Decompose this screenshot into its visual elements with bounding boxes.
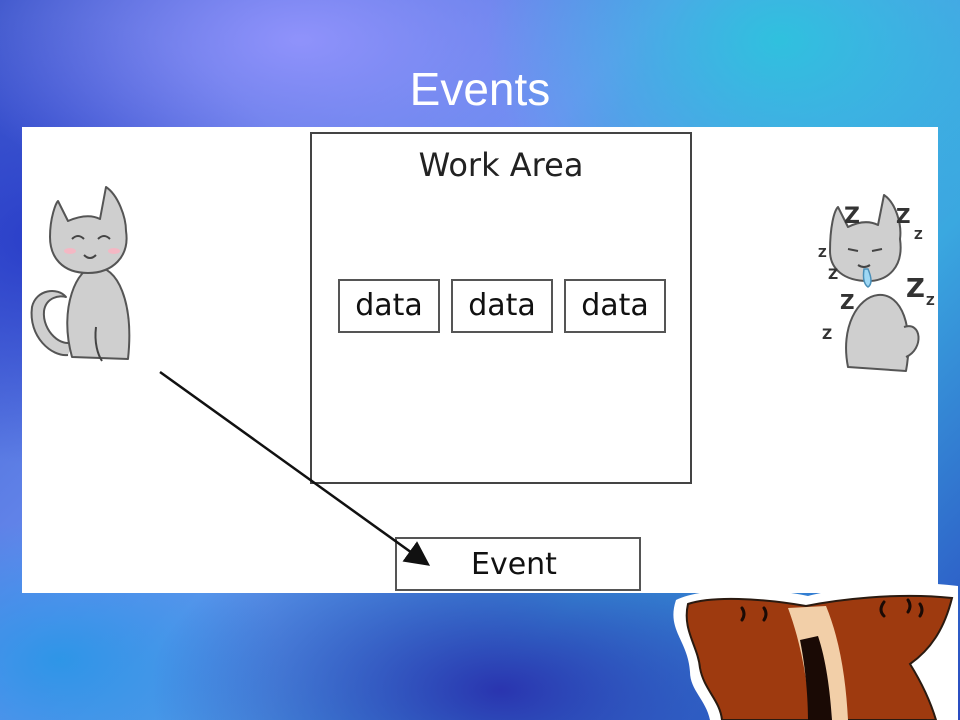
happy-cat-icon xyxy=(30,186,131,362)
work-area-label: Work Area xyxy=(418,146,584,184)
svg-text:Z: Z xyxy=(840,290,855,314)
slide-title: Events xyxy=(409,63,551,115)
sleep-z-icons: Z Z Z Z Z Z Z Z Z xyxy=(818,204,935,343)
arrow-to-event xyxy=(159,370,431,566)
svg-text:Z: Z xyxy=(822,327,832,343)
data-box: data xyxy=(338,279,440,333)
svg-text:Z: Z xyxy=(828,267,838,283)
diagram-panel: Work Area data data data Event xyxy=(22,127,938,593)
svg-text:Z: Z xyxy=(896,204,911,228)
data-box: data xyxy=(564,279,666,333)
work-area-box: Work Area data data data xyxy=(310,132,692,484)
svg-text:Z: Z xyxy=(914,228,923,242)
data-box: data xyxy=(451,279,553,333)
event-box: Event xyxy=(395,537,641,591)
event-label: Event xyxy=(471,547,557,582)
svg-text:Z: Z xyxy=(906,274,925,304)
svg-text:Z: Z xyxy=(844,204,860,229)
sleeping-cat-icon: Z Z Z Z Z Z Z Z Z xyxy=(818,194,935,372)
svg-text:Z: Z xyxy=(926,294,935,308)
svg-text:Z: Z xyxy=(818,246,827,260)
